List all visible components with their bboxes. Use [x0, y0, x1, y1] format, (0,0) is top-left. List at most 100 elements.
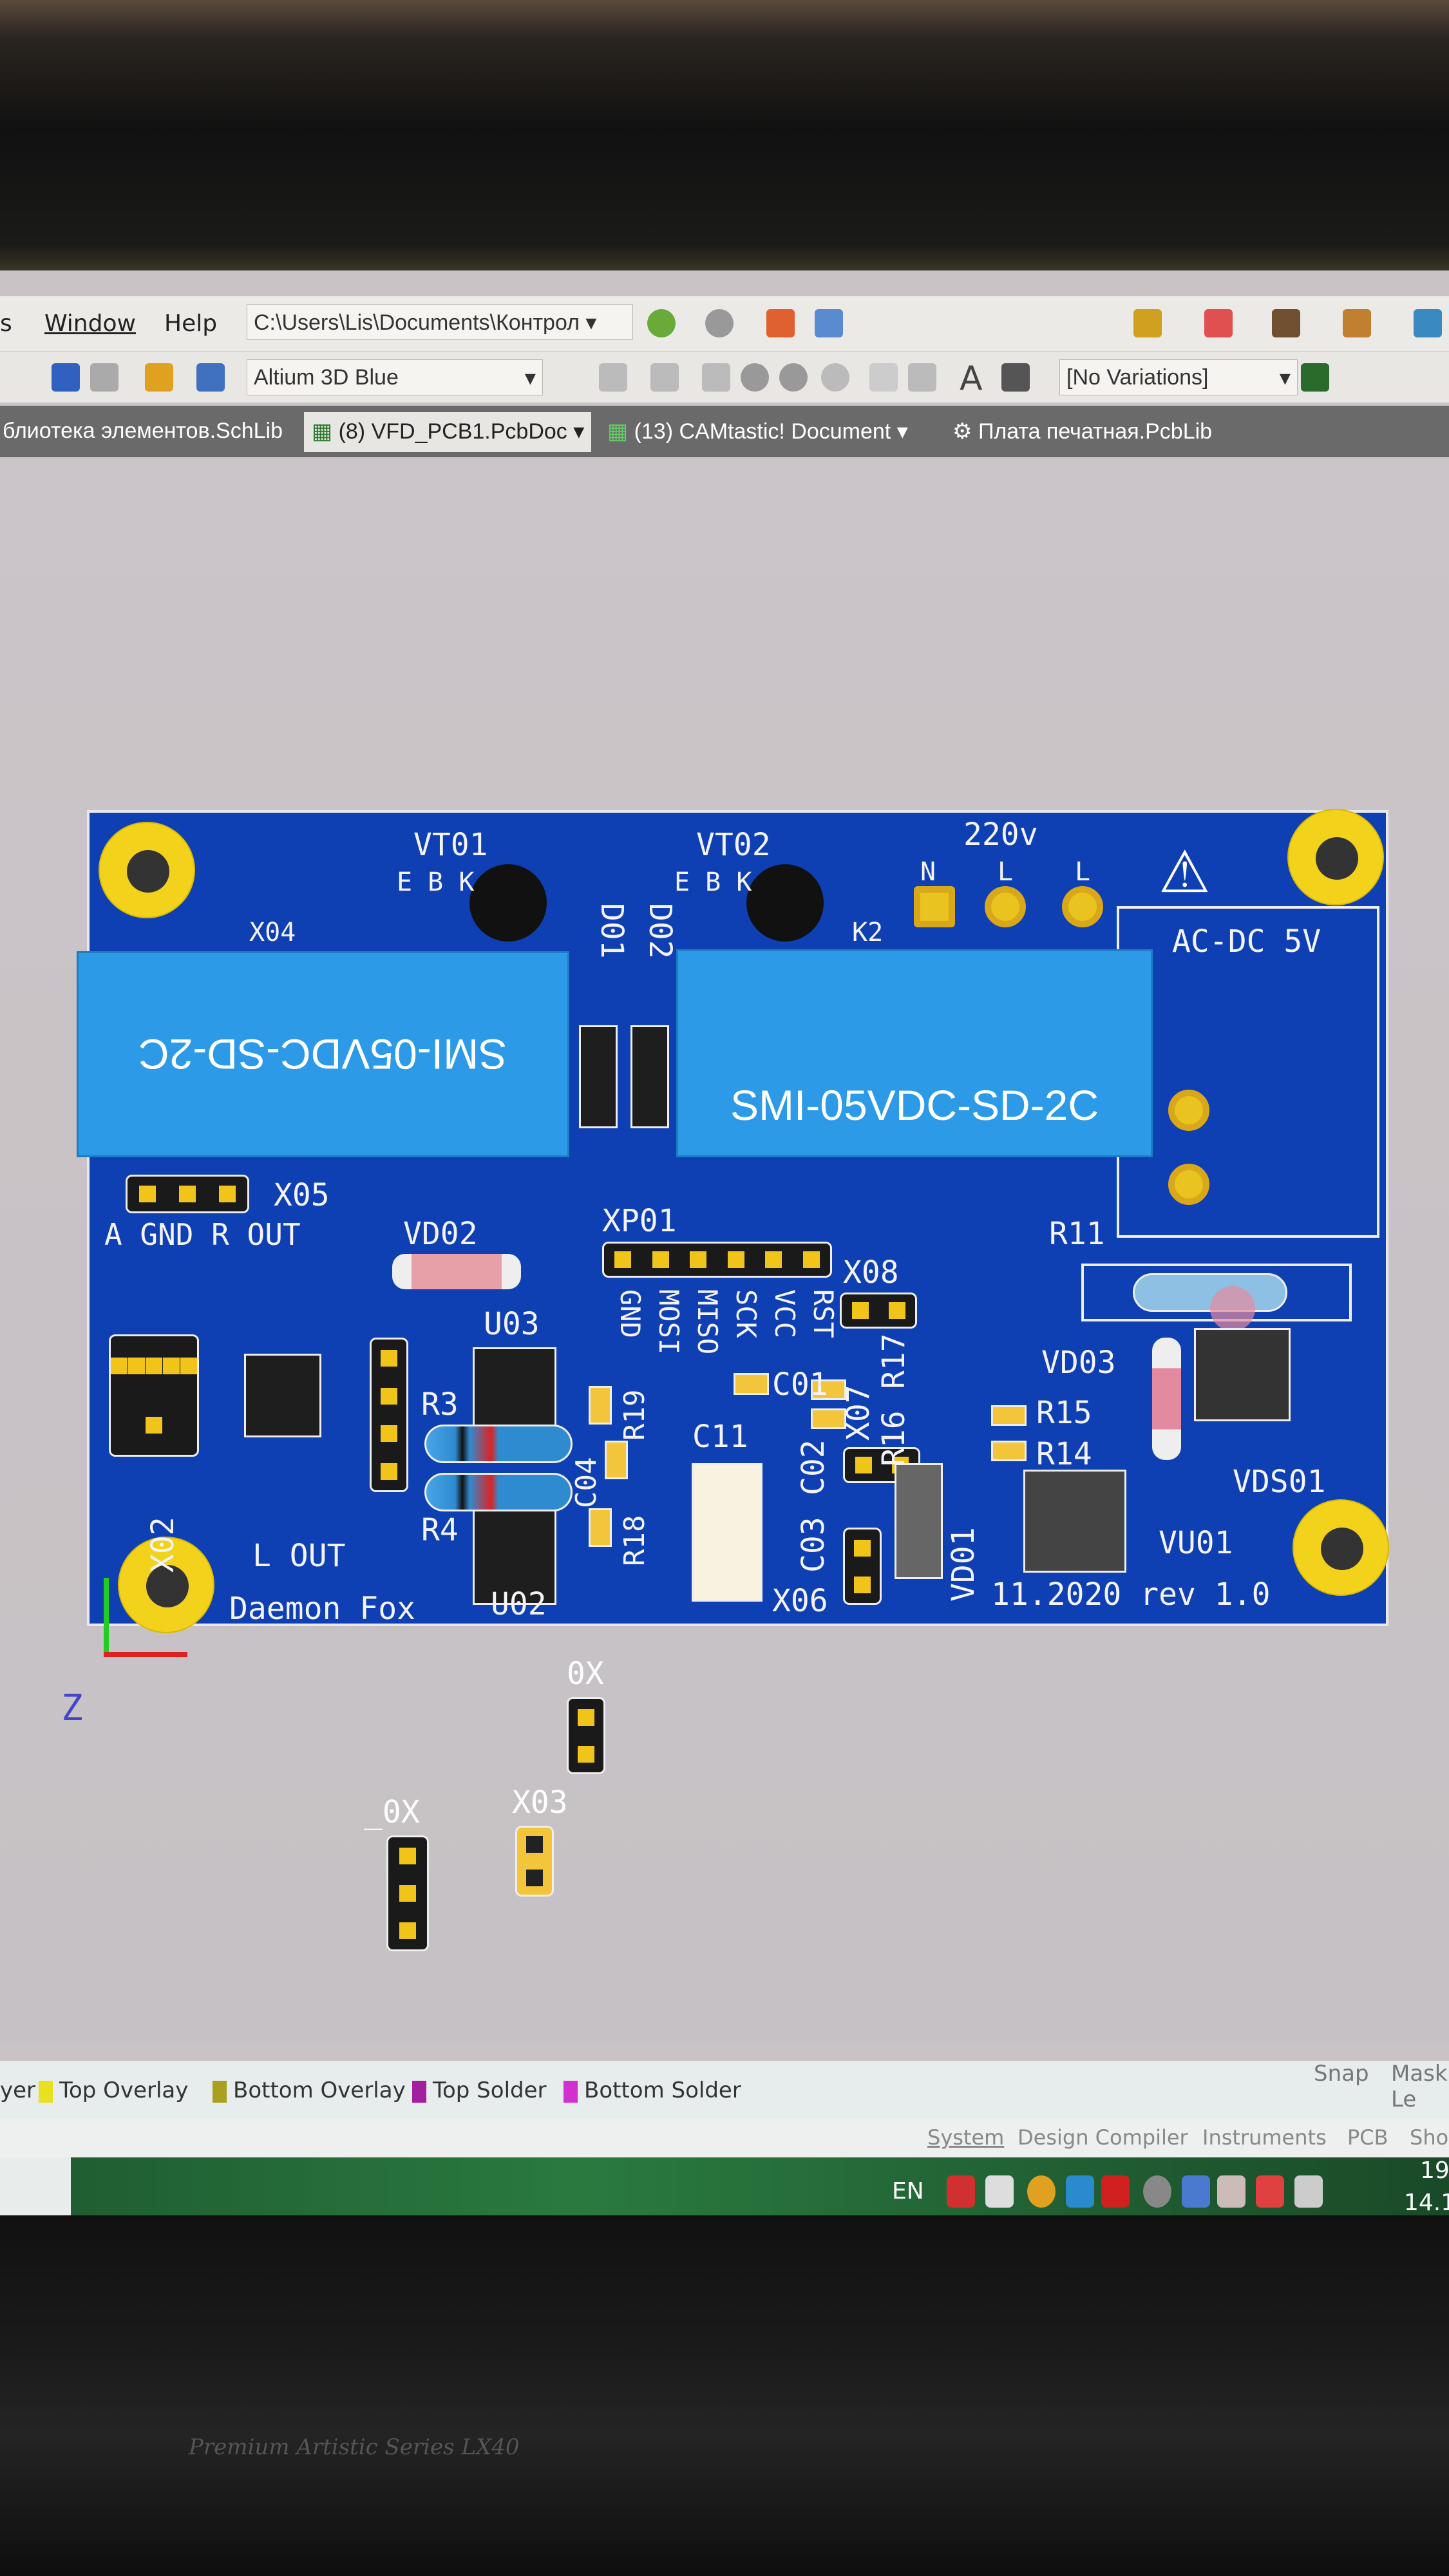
layer-label: Top Overlay [59, 2078, 189, 2103]
layer-label: Bottom Solder [584, 2078, 741, 2103]
volume-icon[interactable] [985, 2175, 1014, 2208]
panel-tab-system[interactable]: System [927, 2125, 1005, 2150]
tray-icon[interactable] [947, 2175, 975, 2208]
clock-date[interactable]: 14.11 [1404, 2190, 1449, 2215]
path-combo[interactable]: C:\Users\Lis\Documents\Контрол ▾ [247, 304, 633, 340]
label-r11: R11 [1049, 1216, 1105, 1252]
pcb-canvas[interactable]: ⚠ SMI-05VDC-SD-2C SMI-05VDC-SD-2C VT01 E… [0, 457, 1449, 2041]
panel-tab-instruments[interactable]: Instruments [1202, 2125, 1327, 2150]
diode-vd03 [1152, 1338, 1181, 1460]
diff-pair-icon[interactable] [650, 363, 679, 392]
label-vu01: VU01 [1159, 1525, 1233, 1561]
layer-tab-top-overlay[interactable]: Top Overlay [39, 2078, 188, 2103]
panel-tab-more[interactable]: Sho [1410, 2125, 1449, 2150]
layer-tab-bottom-solder[interactable]: Bottom Solder [564, 2078, 741, 2103]
label-c02: C02 [795, 1439, 831, 1495]
browse-icon[interactable] [196, 363, 225, 392]
relay-k1-label: SMI-05VDC-SD-2C [138, 1030, 507, 1078]
view-config-select[interactable]: Altium 3D Blue ▾ [247, 359, 543, 395]
layer-swatch [39, 2080, 53, 2103]
diode-vd01 [895, 1463, 943, 1579]
label-vt02: VT02 [696, 827, 771, 863]
highlight-icon[interactable] [145, 363, 173, 392]
tab-pcbdoc[interactable]: ▦ (8) VFD_PCB1.PcbDoc ▾ [304, 412, 591, 452]
via-icon[interactable] [779, 363, 808, 392]
language-indicator[interactable]: EN [892, 2178, 924, 2204]
taskbar-app-button[interactable] [0, 2157, 71, 2215]
pcb-board[interactable]: ⚠ SMI-05VDC-SD-2C SMI-05VDC-SD-2C VT01 E… [77, 809, 1389, 1633]
route-track-icon[interactable] [599, 363, 627, 392]
tray-icon[interactable] [1143, 2175, 1171, 2208]
monitor-bezel-bottom: Premium Artistic Series LX40 [0, 2215, 1449, 2576]
layer-tab-partial[interactable]: yer [0, 2078, 36, 2103]
measure-icon[interactable] [1343, 309, 1371, 337]
text-icon[interactable]: A [960, 359, 983, 398]
ati-icon[interactable] [1101, 2175, 1130, 2208]
fill-icon[interactable] [869, 363, 898, 392]
pad-icon[interactable] [741, 363, 769, 392]
tray-icon[interactable] [1027, 2175, 1056, 2208]
label-l: L [998, 857, 1014, 887]
tab-schlib[interactable]: блиотека элементов.SchLib [3, 419, 283, 443]
transistor-vt01 [469, 864, 547, 942]
tray-icon[interactable] [1256, 2175, 1284, 2208]
header-_0x[interactable] [386, 1835, 429, 1951]
header-x08 [840, 1293, 917, 1329]
network-icon[interactable] [1294, 2175, 1323, 2208]
forward-icon[interactable] [705, 309, 734, 337]
mounting-hole [1293, 1499, 1389, 1596]
tab-camtastic[interactable]: ▦ (13) CAMtastic! Document ▾ [607, 419, 908, 444]
tray-icon[interactable] [1217, 2175, 1245, 2208]
label-l: L [1075, 857, 1091, 887]
header-0x[interactable] [567, 1697, 605, 1774]
polygon-icon[interactable] [908, 363, 936, 392]
variations-select[interactable]: [No Variations] ▾ [1059, 359, 1298, 395]
label-r14: R14 [1036, 1436, 1092, 1472]
screen: s Window Help C:\Users\Lis\Documents\Кон… [0, 270, 1449, 2215]
layer-tab-bottom-overlay[interactable]: Bottom Overlay [213, 2078, 406, 2103]
undo-icon[interactable] [52, 363, 80, 392]
3d-view-icon[interactable] [1301, 363, 1329, 392]
menu-tools[interactable]: s [0, 310, 12, 337]
redo-icon[interactable] [90, 363, 118, 392]
panel-tab-design-compiler[interactable]: Design Compiler [1018, 2125, 1188, 2150]
resistor-r14 [991, 1441, 1027, 1461]
tray-icon[interactable] [1182, 2175, 1210, 2208]
back-icon[interactable] [647, 309, 676, 337]
label-pin-rst: RST [808, 1289, 839, 1338]
multi-route-icon[interactable] [702, 363, 730, 392]
resistor-r4 [424, 1473, 573, 1511]
label-d02: D02 [642, 903, 678, 959]
monitor-brand: Premium Artistic Series LX40 [189, 2434, 520, 2460]
label-x03: X03 [512, 1785, 568, 1821]
layer-tab-top-solder[interactable]: Top Solder [412, 2078, 547, 2103]
panel-tab-pcb[interactable]: PCB [1347, 2125, 1388, 2150]
component-icon[interactable] [1001, 363, 1030, 392]
refresh-doc-icon[interactable] [815, 309, 843, 337]
clock-time[interactable]: 19 [1420, 2157, 1449, 2184]
header-x03[interactable] [515, 1826, 554, 1897]
route-icon[interactable] [1133, 309, 1162, 337]
mask-level-button[interactable]: Mask Le [1391, 2061, 1448, 2112]
label-pin-mosi: MOSI [653, 1289, 685, 1355]
tab-pcblib[interactable]: ⚙ Плата печатная.PcbLib [952, 419, 1213, 444]
layers-icon[interactable] [1414, 309, 1442, 337]
label-n: N [920, 857, 936, 887]
label-c03: C03 [795, 1517, 831, 1573]
menu-window[interactable]: Window [44, 310, 136, 337]
label-r4: R4 [421, 1512, 459, 1548]
panel-tabs: System Design Compiler Instruments PCB S… [0, 2119, 1449, 2157]
label-x05: X05 [274, 1177, 330, 1213]
arc-icon[interactable] [821, 363, 849, 392]
toolbar: Altium 3D Blue ▾ A [No Variations] ▾ [0, 351, 1449, 402]
tray-icon[interactable] [1066, 2175, 1094, 2208]
align-icon[interactable] [1204, 309, 1233, 337]
label-r19: R19 [618, 1389, 651, 1441]
select-icon[interactable] [1272, 309, 1300, 337]
diode-d01 [579, 1025, 618, 1128]
capacitor-c11 [692, 1463, 762, 1602]
menu-help[interactable]: Help [164, 310, 218, 337]
home-icon[interactable] [766, 309, 795, 337]
mounting-hole [118, 1537, 214, 1633]
snap-button[interactable]: Snap [1314, 2061, 1369, 2087]
